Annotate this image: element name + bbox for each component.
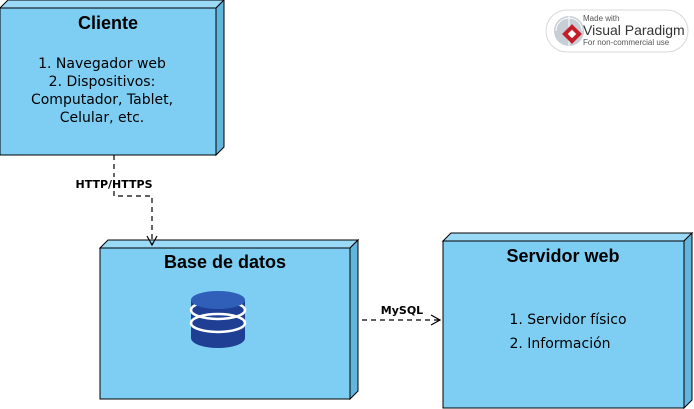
node-servidor-web-side [683,231,693,409]
node-cliente-line-2: 2. Dispositivos: [49,74,156,90]
node-cliente-title: Cliente [78,13,138,33]
node-servidor-web-top [441,232,694,242]
node-cliente-line-3: Computador, Tablet, [31,92,173,108]
watermark-note: For non-commercial use [583,38,670,47]
node-base-de-datos[interactable]: Base de datos [98,238,360,401]
node-cliente-front [0,7,217,156]
node-cliente-top [0,0,225,9]
node-base-de-datos-top [98,239,360,249]
edge-mysql[interactable]: MySQL [362,304,442,326]
node-cliente-side [215,0,225,157]
node-cliente-line-4: Celular, etc. [60,110,145,126]
node-servidor-web-line-2: 2. Información [509,336,610,352]
node-base-de-datos-title: Base de datos [164,252,286,272]
edge-mysql-label: MySQL [381,304,423,317]
watermark-badge [545,9,689,53]
node-servidor-web[interactable]: Servidor web 1. Servidor físico 2. Infor… [441,231,694,409]
watermark-brand: Visual Paradigm [583,22,685,38]
node-base-de-datos-side [349,238,359,401]
node-cliente-line-1: 1. Navegador web [38,56,166,72]
node-servidor-web-line-1: 1. Servidor físico [509,312,626,328]
edge-http[interactable]: HTTP/HTTPS [74,155,158,247]
edge-http-label-bg [74,177,156,191]
visual-paradigm-logo-icon [554,16,584,46]
node-servidor-web-title: Servidor web [506,246,619,266]
node-cliente[interactable]: Cliente 1. Navegador web 2. Dispositivos… [0,0,225,157]
edge-http-line [113,155,158,247]
watermark-made-with: Made with [583,14,619,23]
watermark: Made with Visual Paradigm For non-commer… [545,9,689,53]
edge-http-label: HTTP/HTTPS [76,178,153,191]
node-servidor-web-front [442,240,685,409]
database-icon [189,291,247,348]
